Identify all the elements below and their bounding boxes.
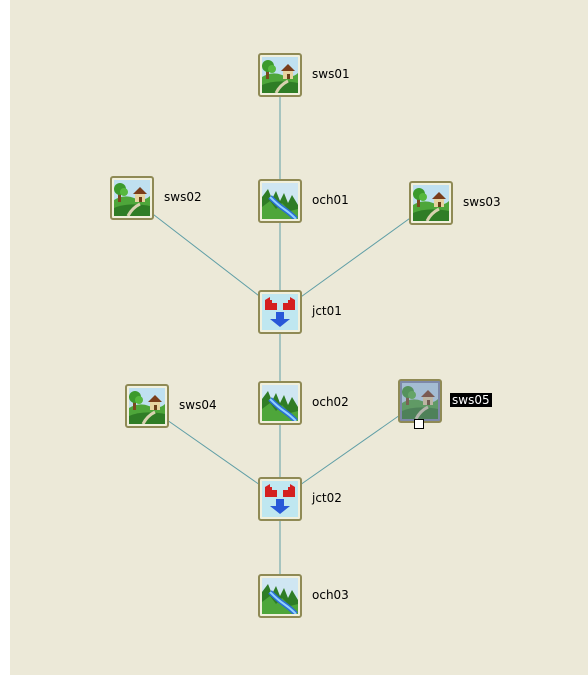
junction-icon — [258, 290, 302, 334]
diagram-canvas[interactable] — [10, 0, 588, 675]
node-label: sws03 — [463, 195, 501, 209]
node-sws02[interactable]: sws02 — [110, 176, 202, 220]
node-och01[interactable]: och01 — [258, 179, 349, 223]
node-label: sws02 — [164, 190, 202, 204]
node-label: jct02 — [312, 491, 342, 505]
node-label: och02 — [312, 395, 349, 409]
node-sws01[interactable]: sws01 — [258, 53, 350, 97]
node-label: och01 — [312, 193, 349, 207]
connection-handle[interactable] — [414, 419, 424, 429]
junction-icon — [258, 477, 302, 521]
node-och03[interactable]: och03 — [258, 574, 349, 618]
node-sws04[interactable]: sws04 — [125, 384, 217, 428]
node-label: sws01 — [312, 67, 350, 81]
node-sws03[interactable]: sws03 — [409, 181, 501, 225]
link-sws03-jct01[interactable] — [279, 202, 432, 313]
subwatershed-icon — [110, 176, 154, 220]
link-sws05-jct02[interactable] — [279, 400, 421, 500]
node-jct01[interactable]: jct01 — [258, 290, 342, 334]
subwatershed-icon — [125, 384, 169, 428]
channel-icon — [258, 179, 302, 223]
subwatershed-icon — [409, 181, 453, 225]
channel-icon — [258, 381, 302, 425]
node-label: sws04 — [179, 398, 217, 412]
channel-icon — [258, 574, 302, 618]
node-och02[interactable]: och02 — [258, 381, 349, 425]
node-label: sws05 — [450, 393, 492, 407]
node-sws05[interactable]: sws05 — [398, 379, 492, 429]
node-label: jct01 — [312, 304, 342, 318]
node-label: och03 — [312, 588, 349, 602]
subwatershed-icon — [258, 53, 302, 97]
node-jct02[interactable]: jct02 — [258, 477, 342, 521]
link-sws02-jct01[interactable] — [131, 197, 281, 313]
subwatershed-icon — [398, 379, 442, 423]
link-sws04-jct02[interactable] — [146, 405, 281, 500]
